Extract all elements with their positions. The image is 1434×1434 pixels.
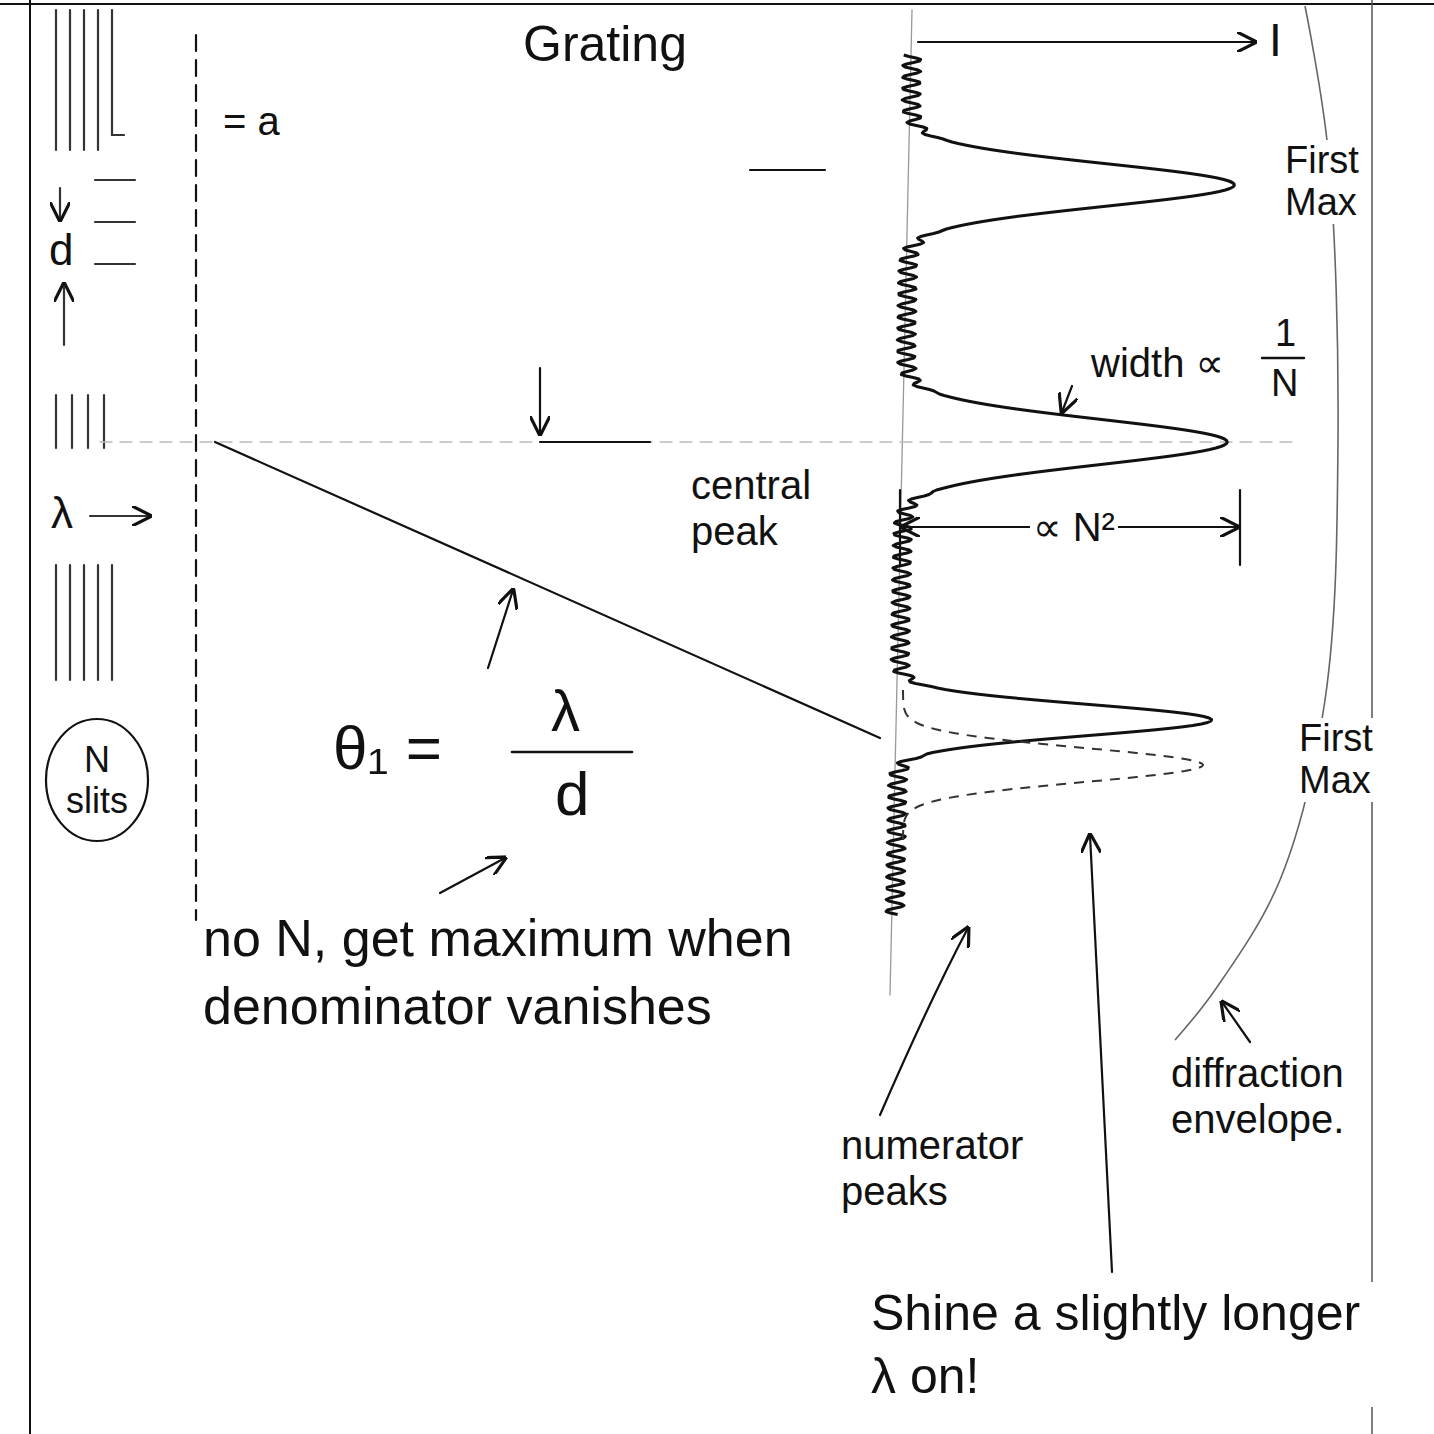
pointer-arrow (880, 928, 968, 1115)
slit-line (69, 10, 71, 150)
pointer-arrow (1222, 1002, 1250, 1042)
slit-line (55, 395, 57, 448)
slit-line (97, 10, 99, 150)
pointer-arrow (488, 590, 513, 668)
symbol-label: λ (48, 488, 76, 539)
fraction-numerator: 1 (1272, 312, 1299, 356)
slit-line (55, 10, 57, 150)
slit-dash (95, 179, 135, 181)
note: numerator peaks (838, 1122, 1026, 1214)
slit-line (55, 565, 57, 680)
pointer-arrow (1090, 835, 1112, 1272)
slit-bracket (112, 10, 124, 135)
pointer-arrow (1062, 386, 1072, 412)
fraction-bar (1262, 357, 1304, 359)
slit-dash (95, 263, 135, 265)
slit-sketch (56, 10, 150, 680)
intensity-axis (918, 41, 1255, 43)
grating-line (195, 35, 197, 920)
dash-mark (750, 169, 825, 171)
fraction-denominator: N (1268, 362, 1301, 406)
slit-line (103, 395, 105, 448)
page-margin (29, 0, 31, 1434)
node-text: N slits (66, 739, 128, 822)
slit-dash (95, 221, 135, 223)
page-margin (1371, 0, 1373, 1434)
axis-line (100, 441, 1300, 442)
circle-outline (46, 719, 148, 841)
axis-segment (540, 441, 650, 443)
spacing-arrow (59, 188, 61, 220)
note: Shine a slightly longer λ on! (868, 1282, 1394, 1407)
note: no N, get maximum when denominator vanis… (200, 905, 846, 1040)
fraction-bar (512, 751, 632, 754)
shifted-peak (903, 690, 1203, 840)
slit-line (111, 565, 113, 680)
slit-line (87, 395, 89, 448)
equation: θ₁ = (330, 712, 445, 783)
slit-line (71, 395, 73, 448)
slit-line (83, 10, 85, 150)
page-rule (0, 3, 1434, 5)
circled-label: N slits (44, 717, 150, 843)
intensity-curve (886, 55, 1234, 915)
wave-arrow (90, 515, 150, 517)
heading: Grating (520, 16, 690, 74)
peak-label: First Max (1296, 718, 1376, 802)
slit-line (97, 565, 99, 680)
dimension-label: d (46, 225, 76, 276)
dimension-tick (1239, 490, 1241, 565)
dimension-label: = a (220, 98, 283, 144)
fraction-numerator: λ (548, 678, 583, 745)
peak-label: First Max (1282, 140, 1362, 224)
peak-label: central peak (688, 462, 814, 554)
pointer-arrow (539, 368, 541, 434)
dimension-label: ∝ N² (1030, 504, 1118, 550)
fraction-denominator: d (552, 758, 592, 829)
note: width ∝ (1088, 340, 1227, 386)
slit-line (83, 565, 85, 680)
pointer-arrow (440, 858, 505, 893)
note: diffraction envelope. (1168, 1050, 1347, 1142)
axis-label: I (1266, 14, 1285, 67)
slit-line (69, 565, 71, 680)
spacing-arrow (63, 284, 65, 345)
